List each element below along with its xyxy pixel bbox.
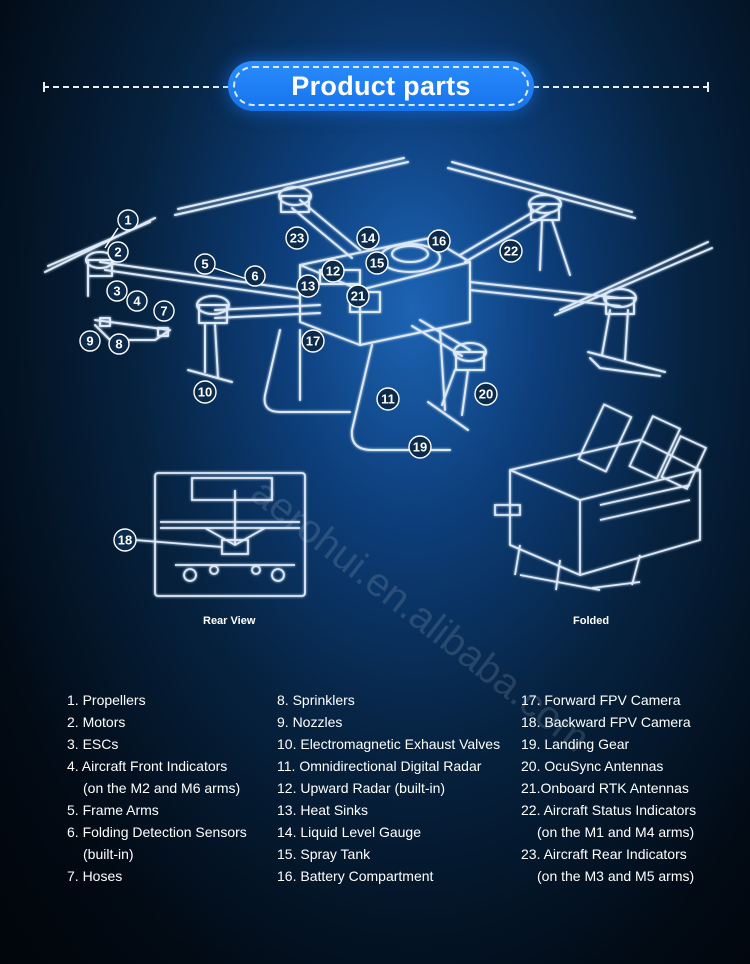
callout-12: 12 (322, 260, 344, 282)
callout-21: 21 (347, 285, 369, 307)
callout-13: 13 (297, 275, 319, 297)
svg-text:2: 2 (114, 245, 121, 260)
callout-20: 20 (475, 383, 497, 405)
part-item: 11. Omnidirectional Digital Radar (277, 755, 500, 777)
part-item: 8. Sprinklers (277, 689, 500, 711)
svg-text:9: 9 (86, 334, 93, 349)
drone-body (300, 238, 470, 345)
propeller (175, 162, 408, 215)
part-item: 14. Liquid Level Gauge (277, 821, 500, 843)
callout-2: 2 (108, 242, 128, 262)
frame-arm (215, 313, 320, 318)
svg-text:10: 10 (198, 385, 212, 400)
svg-text:1: 1 (124, 213, 131, 228)
part-item: 7. Hoses (67, 865, 247, 887)
svg-text:17: 17 (306, 334, 320, 349)
part-item: 19. Landing Gear (521, 733, 696, 755)
svg-text:7: 7 (160, 304, 167, 319)
propeller (178, 158, 404, 209)
callout-15: 15 (366, 252, 388, 274)
svg-text:20: 20 (479, 387, 493, 402)
svg-text:11: 11 (381, 392, 395, 407)
part-item: 6. Folding Detection Sensors (67, 821, 247, 843)
part-item: 9. Nozzles (277, 711, 500, 733)
svg-text:8: 8 (115, 337, 122, 352)
folded-caption: Folded (573, 615, 609, 627)
part-item: 4. Aircraft Front Indicators (67, 755, 247, 777)
svg-text:23: 23 (290, 231, 304, 246)
part-item: 21.Onboard RTK Antennas (521, 777, 696, 799)
callout-23: 23 (286, 227, 308, 249)
rear-view-inset (135, 473, 305, 596)
part-item: 2. Motors (67, 711, 247, 733)
part-item: 10. Electromagnetic Exhaust Valves (277, 733, 500, 755)
callout-4: 4 (127, 291, 147, 311)
svg-text:19: 19 (413, 440, 427, 455)
part-item: 3. ESCs (67, 733, 247, 755)
propeller (448, 168, 635, 218)
part-item: 20. OcuSync Antennas (521, 755, 696, 777)
callout-19: 19 (409, 436, 431, 458)
landing-gear (352, 345, 450, 450)
svg-text:14: 14 (361, 231, 376, 246)
part-item: 1. Propellers (67, 689, 247, 711)
part-item: 22. Aircraft Status Indicators (521, 799, 696, 821)
svg-text:21: 21 (351, 289, 365, 304)
part-item: 23. Aircraft Rear Indicators (521, 843, 696, 865)
part-item: 15. Spray Tank (277, 843, 500, 865)
svg-text:6: 6 (251, 269, 258, 284)
callout-14: 14 (357, 227, 379, 249)
callout-17: 17 (302, 330, 324, 352)
callout-11: 11 (377, 388, 399, 410)
svg-text:4: 4 (133, 294, 141, 309)
part-item-note: (on the M1 and M4 arms) (521, 821, 696, 843)
part-item: 5. Frame Arms (67, 799, 247, 821)
part-item: 12. Upward Radar (built-in) (277, 777, 500, 799)
svg-text:15: 15 (370, 256, 384, 271)
frame-arm (215, 305, 320, 310)
part-item: 18. Backward FPV Camera (521, 711, 696, 733)
callout-9: 9 (80, 331, 100, 351)
part-item-note: (built-in) (67, 843, 247, 865)
callout-16: 16 (428, 230, 450, 252)
svg-text:12: 12 (326, 264, 340, 279)
callout-10: 10 (194, 381, 216, 403)
svg-text:13: 13 (301, 279, 315, 294)
folded-view (495, 404, 706, 590)
svg-text:22: 22 (504, 244, 518, 259)
callout-18: 18 (114, 529, 136, 551)
svg-text:3: 3 (113, 284, 120, 299)
sprinkler-bar (588, 352, 665, 376)
part-item: 16. Battery Compartment (277, 865, 500, 887)
part-item: 13. Heat Sinks (277, 799, 500, 821)
frame-arm (470, 282, 620, 298)
callout-7: 7 (154, 301, 174, 321)
callout-22: 22 (500, 240, 522, 262)
rear-view-caption: Rear View (203, 615, 255, 627)
part-item-note: (on the M2 and M6 arms) (67, 777, 247, 799)
callout-8: 8 (109, 334, 129, 354)
svg-text:5: 5 (201, 257, 208, 272)
callout-3: 3 (107, 281, 127, 301)
part-item: 17. Forward FPV Camera (521, 689, 696, 711)
callout-6: 6 (245, 266, 265, 286)
svg-text:18: 18 (118, 533, 132, 548)
sprinkler-bar (188, 370, 232, 382)
svg-text:16: 16 (432, 234, 446, 249)
part-item-note: (on the M3 and M5 arms) (521, 865, 696, 887)
